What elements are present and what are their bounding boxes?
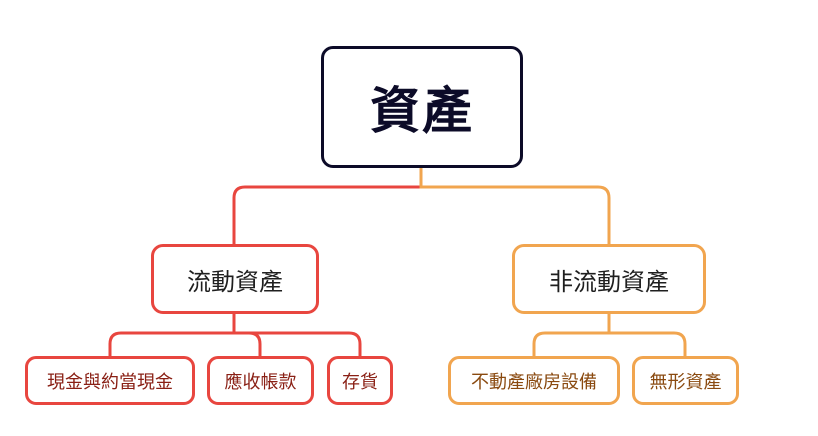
root-label: 資產 <box>370 82 474 140</box>
root-node-assets: 資產 <box>321 46 523 168</box>
node-cash-equivalents: 現金與約當現金 <box>25 356 195 405</box>
node-ppe: 不動產廠房設備 <box>448 356 620 405</box>
intangible-assets-label: 無形資產 <box>649 371 722 393</box>
connector-root-current <box>232 168 423 244</box>
ppe-label: 不動產廠房設備 <box>471 371 597 393</box>
connector-root-noncurrent <box>419 168 611 244</box>
node-intangible-assets: 無形資產 <box>632 356 739 405</box>
node-current-assets: 流動資產 <box>151 244 319 314</box>
accounts-receivable-label: 應收帳款 <box>224 371 297 393</box>
connector-current-receivables <box>234 331 262 356</box>
connector-current-inventory <box>234 331 362 356</box>
connector-current-cash <box>108 314 236 356</box>
node-accounts-receivable: 應收帳款 <box>207 356 314 405</box>
node-inventory: 存貨 <box>327 356 393 405</box>
cash-equivalents-label: 現金與約當現金 <box>47 371 173 393</box>
connector-noncurrent-ppe <box>532 314 611 356</box>
inventory-label: 存貨 <box>342 371 378 393</box>
current-assets-label: 流動資產 <box>187 267 283 296</box>
node-noncurrent-assets: 非流動資產 <box>512 244 706 314</box>
noncurrent-assets-label: 非流動資產 <box>549 267 669 296</box>
connector-noncurrent-intangible <box>609 331 687 356</box>
